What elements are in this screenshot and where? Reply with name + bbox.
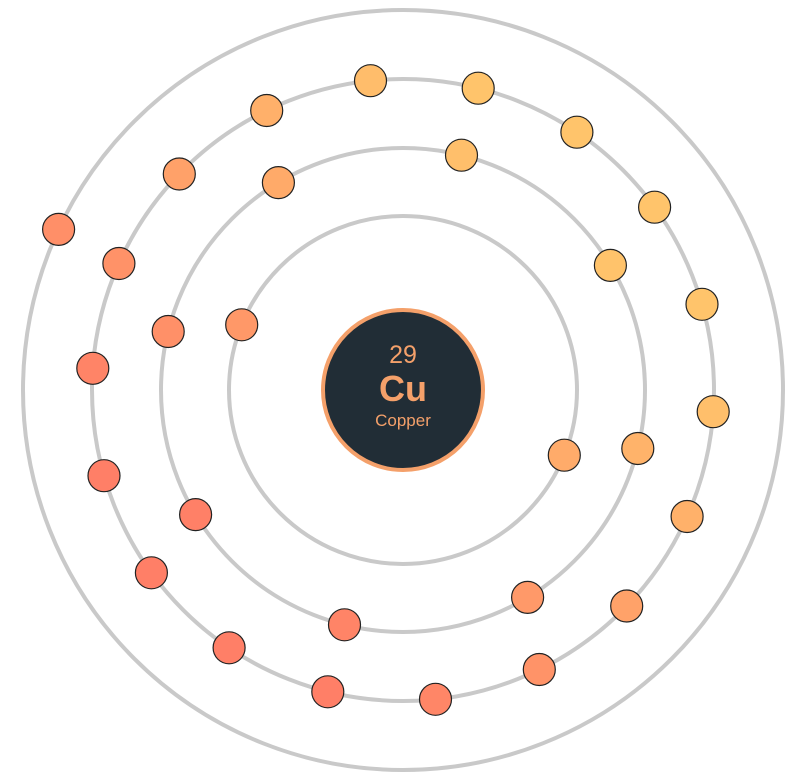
electron-M-6 — [134, 556, 168, 590]
electron-K-1 — [547, 438, 581, 472]
electron-M-4 — [311, 675, 345, 709]
electron-L-6 — [444, 138, 479, 172]
electron-L-7 — [593, 248, 628, 282]
shell-M — [90, 77, 716, 703]
electron-L-4 — [151, 314, 185, 349]
atomic-number: 29 — [389, 341, 417, 369]
electron-M-7 — [87, 459, 121, 493]
nucleus: 29 Cu Copper — [321, 308, 485, 472]
shell-L — [159, 146, 647, 634]
electron-M-12 — [353, 64, 388, 98]
electron-M-16 — [685, 287, 719, 321]
electron-M-5 — [212, 631, 246, 665]
electron-shells — [21, 8, 785, 772]
electron-L-3 — [179, 497, 213, 532]
electron-M-2 — [522, 652, 556, 687]
electron-M-9 — [102, 246, 136, 281]
electron-M-15 — [637, 190, 672, 224]
electrons — [41, 64, 730, 716]
electron-M-1 — [610, 589, 644, 623]
electron-L-2 — [327, 608, 362, 642]
electron-K-2 — [225, 308, 259, 342]
electron-L-1 — [510, 580, 545, 615]
electron-M-10 — [162, 157, 196, 191]
shell-N — [21, 8, 785, 772]
electron-M-18 — [670, 499, 704, 534]
electron-M-8 — [76, 351, 110, 385]
electron-M-13 — [461, 71, 495, 105]
shell-K — [227, 214, 579, 566]
electron-M-17 — [696, 395, 730, 429]
electron-M-11 — [250, 93, 284, 128]
electron-L-5 — [261, 166, 295, 200]
electron-N-1 — [41, 212, 76, 246]
electron-M-14 — [560, 115, 594, 149]
element-symbol: Cu — [379, 368, 427, 409]
electron-M-3 — [418, 682, 453, 716]
element-name: Copper — [375, 411, 431, 430]
electron-L-8 — [621, 431, 655, 466]
nucleus-circle — [321, 308, 485, 472]
